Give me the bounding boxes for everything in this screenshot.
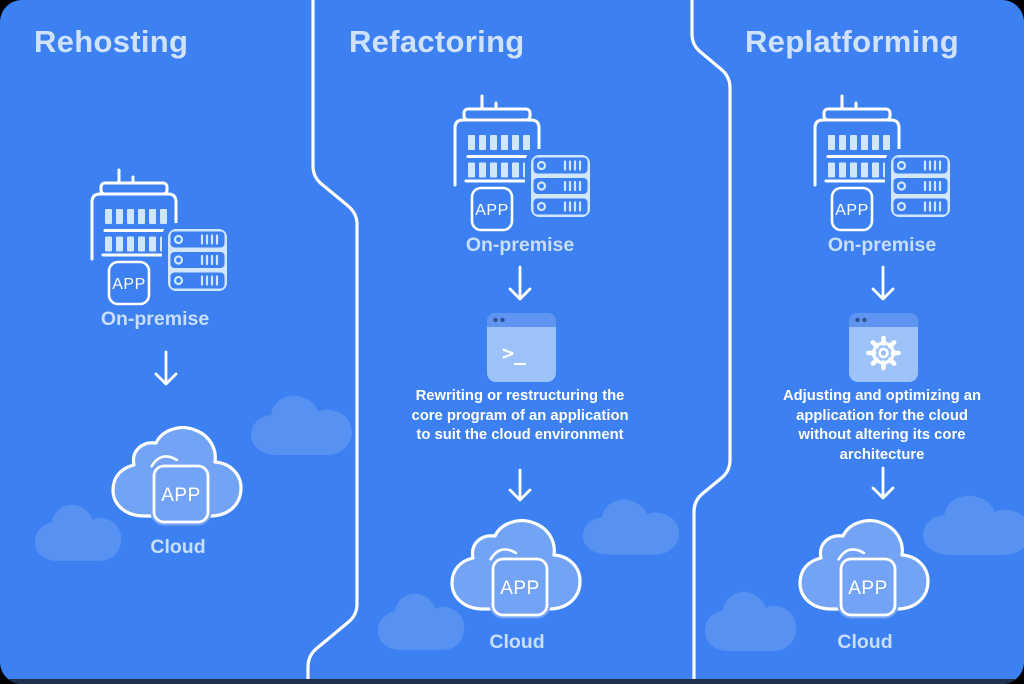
on-premise-icon: APP bbox=[813, 94, 956, 233]
column-title: Rehosting bbox=[34, 24, 189, 59]
app-badge: APP bbox=[828, 184, 876, 233]
down-arrow-icon bbox=[871, 466, 895, 500]
description-line: without altering its core bbox=[798, 427, 966, 443]
building-body bbox=[453, 118, 541, 187]
window-dot bbox=[500, 317, 505, 323]
cloud-wifi-icon: APP bbox=[798, 519, 930, 619]
cloud-wifi-icon: APP bbox=[450, 519, 582, 619]
on-premise-label: On-premise bbox=[465, 234, 575, 256]
window-body bbox=[849, 313, 918, 382]
window-header bbox=[487, 313, 556, 327]
cloud-app-badge-label: APP bbox=[500, 578, 540, 599]
chimney bbox=[117, 168, 135, 185]
roof-cap bbox=[99, 181, 169, 196]
on-premise-icon: APP bbox=[90, 168, 233, 307]
on-premise-label: On-premise bbox=[827, 234, 937, 256]
app-badge-label: APP bbox=[835, 202, 869, 219]
cloud-label: Cloud bbox=[489, 631, 545, 653]
building-icon bbox=[90, 168, 178, 261]
column-refactoring: Refactoring bbox=[313, 0, 692, 684]
gear-window-icon bbox=[849, 313, 918, 382]
app-badge: APP bbox=[468, 184, 516, 233]
building-icon bbox=[453, 94, 541, 187]
terminal-prompt: >_ bbox=[502, 341, 527, 365]
chimney bbox=[840, 94, 858, 111]
window-header bbox=[849, 313, 918, 327]
gear-glyph bbox=[866, 335, 901, 371]
refactoring-description: Rewriting or restructuring the core prog… bbox=[395, 387, 645, 446]
window-dot bbox=[493, 317, 498, 323]
down-arrow-icon bbox=[871, 265, 895, 301]
description-line: core program of an application bbox=[411, 407, 629, 424]
window-dot bbox=[862, 317, 867, 323]
description-line: architecture bbox=[839, 446, 925, 463]
server-rack-icon bbox=[162, 223, 233, 297]
replatforming-description: Adjusting and optimizing an application … bbox=[757, 387, 1007, 465]
on-premise-icon: APP bbox=[453, 94, 596, 233]
roof-cap bbox=[462, 107, 532, 122]
cloud-app-badge: APP bbox=[489, 555, 551, 619]
server-rack-icon bbox=[525, 149, 596, 223]
building-windows bbox=[105, 209, 167, 252]
description-line: to suit the cloud environment bbox=[416, 427, 624, 443]
divider-left bbox=[306, 0, 359, 684]
cloud-app-badge-label: APP bbox=[161, 485, 201, 506]
column-rehosting: Rehosting bbox=[0, 0, 313, 684]
description-line: Rewriting or restructuring the bbox=[415, 388, 625, 404]
divider-right bbox=[690, 0, 732, 684]
column-title: Replatforming bbox=[745, 24, 960, 59]
window-dot bbox=[855, 317, 860, 323]
terminal-window-icon: >_ bbox=[487, 313, 556, 382]
cloud-app-badge: APP bbox=[150, 462, 212, 526]
app-badge-label: APP bbox=[112, 276, 146, 293]
down-arrow-icon bbox=[508, 265, 532, 301]
cloud-app-badge: APP bbox=[837, 555, 899, 619]
cloud-wifi-icon: APP bbox=[111, 426, 243, 526]
roof-cap bbox=[822, 107, 892, 122]
app-badge: APP bbox=[105, 258, 153, 307]
down-arrow-icon bbox=[508, 468, 532, 502]
server-rack-icon bbox=[885, 149, 956, 223]
building-body bbox=[813, 118, 901, 187]
window-body bbox=[487, 313, 556, 382]
column-replatforming: Replatforming bbox=[692, 0, 1024, 684]
chimney bbox=[480, 94, 498, 111]
column-title: Refactoring bbox=[349, 24, 525, 59]
bottom-accent-bar bbox=[0, 679, 1024, 684]
app-badge-label: APP bbox=[475, 202, 509, 219]
description-line: Adjusting and optimizing an bbox=[782, 388, 982, 404]
cloud-label: Cloud bbox=[837, 631, 893, 653]
cloud-app-badge-label: APP bbox=[848, 578, 888, 599]
down-arrow-icon bbox=[154, 350, 178, 386]
description-line: application for the cloud bbox=[796, 407, 968, 424]
on-premise-label: On-premise bbox=[100, 308, 210, 330]
building-icon bbox=[813, 94, 901, 187]
cloud-label: Cloud bbox=[150, 536, 206, 558]
building-body bbox=[90, 192, 178, 261]
